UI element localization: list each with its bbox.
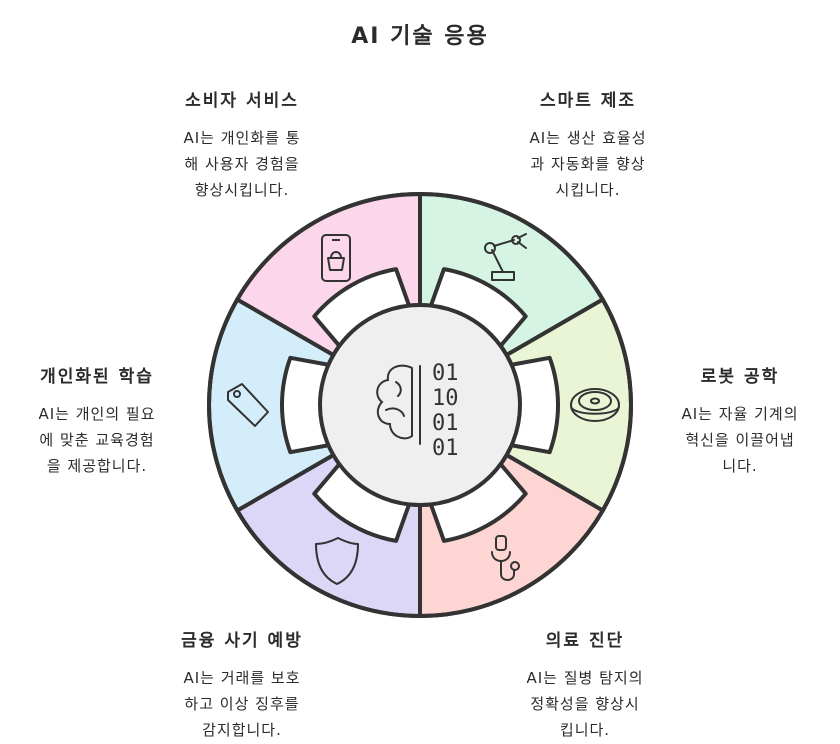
mobile-shopping-icon [321,234,351,282]
segment-medical-diagnosis: 의료 진단 AI는 질병 탐지의 정확성을 향상시 킵니다. [485,626,685,743]
segment-desc-line: 정확성을 향상시 [530,695,640,713]
segment-desc-line: 하고 이상 징후를 [184,695,300,713]
stethoscope-icon [491,535,520,581]
segment-heading: 개인화된 학습 [40,367,154,387]
segment-consumer-services: 소비자 서비스 AI는 개인화를 통 해 사용자 경험을 향상시킵니다. [142,86,342,203]
segment-desc-line: AI는 질병 탐지의 [526,669,644,687]
wheel-outline [207,192,633,618]
segment-desc-line: AI는 개인의 필요 [38,405,156,423]
robot-arm-icon [484,233,527,281]
segment-heading: 스마트 제조 [539,91,637,111]
segment-desc-line: AI는 생산 효율성 [529,129,647,147]
binary-row: 01 [432,436,459,461]
segment-desc-line: 감지합니다. [202,721,282,739]
segment-desc-line: 에 맞춘 교육경험 [39,431,155,449]
segment-robotics: 로봇 공학 AI는 자율 기계의 혁신을 이끌어냅 니다. [645,362,835,479]
binary-row: 01 [432,411,459,436]
segment-desc-line: 과 자동화를 향상 [530,155,646,173]
segment-personalized-learning: 개인화된 학습 AI는 개인의 필요 에 맞춘 교육경험 을 제공합니다. [2,362,192,479]
segment-desc-line: AI는 자율 기계의 [681,405,799,423]
brain-binary-icon: 01 10 01 01 [376,361,459,461]
segment-desc-line: 킵니다. [559,721,611,739]
segment-desc-line: 시킵니다. [555,181,621,199]
segment-fraud-prevention: 금융 사기 예방 AI는 거래를 보호 하고 이상 징후를 감지합니다. [142,626,342,743]
robot-vacuum-icon [570,388,620,422]
segment-desc-line: 혁신을 이끌어냅 [685,431,795,449]
segment-heading: 의료 진단 [545,631,625,651]
segment-desc-line: 해 사용자 경험을 [184,155,300,173]
page-title: AI 기술 응용 [351,24,489,49]
segment-desc-line: 을 제공합니다. [46,457,148,475]
segment-desc-line: 니다. [722,457,758,475]
segment-heading: 로봇 공학 [700,367,780,387]
segment-desc-line: AI는 거래를 보호 [183,669,301,687]
segment-desc-line: AI는 개인화를 통 [183,129,301,147]
segment-heading: 소비자 서비스 [185,91,299,111]
segment-smart-manufacturing: 스마트 제조 AI는 생산 효율성 과 자동화를 향상 시킵니다. [488,86,688,203]
shield-icon [315,537,359,585]
binary-row: 01 [432,361,459,386]
segment-heading: 금융 사기 예방 [181,631,303,651]
binary-row: 10 [432,386,459,411]
tag-icon [227,383,269,427]
segment-desc-line: 향상시킵니다. [194,181,290,199]
